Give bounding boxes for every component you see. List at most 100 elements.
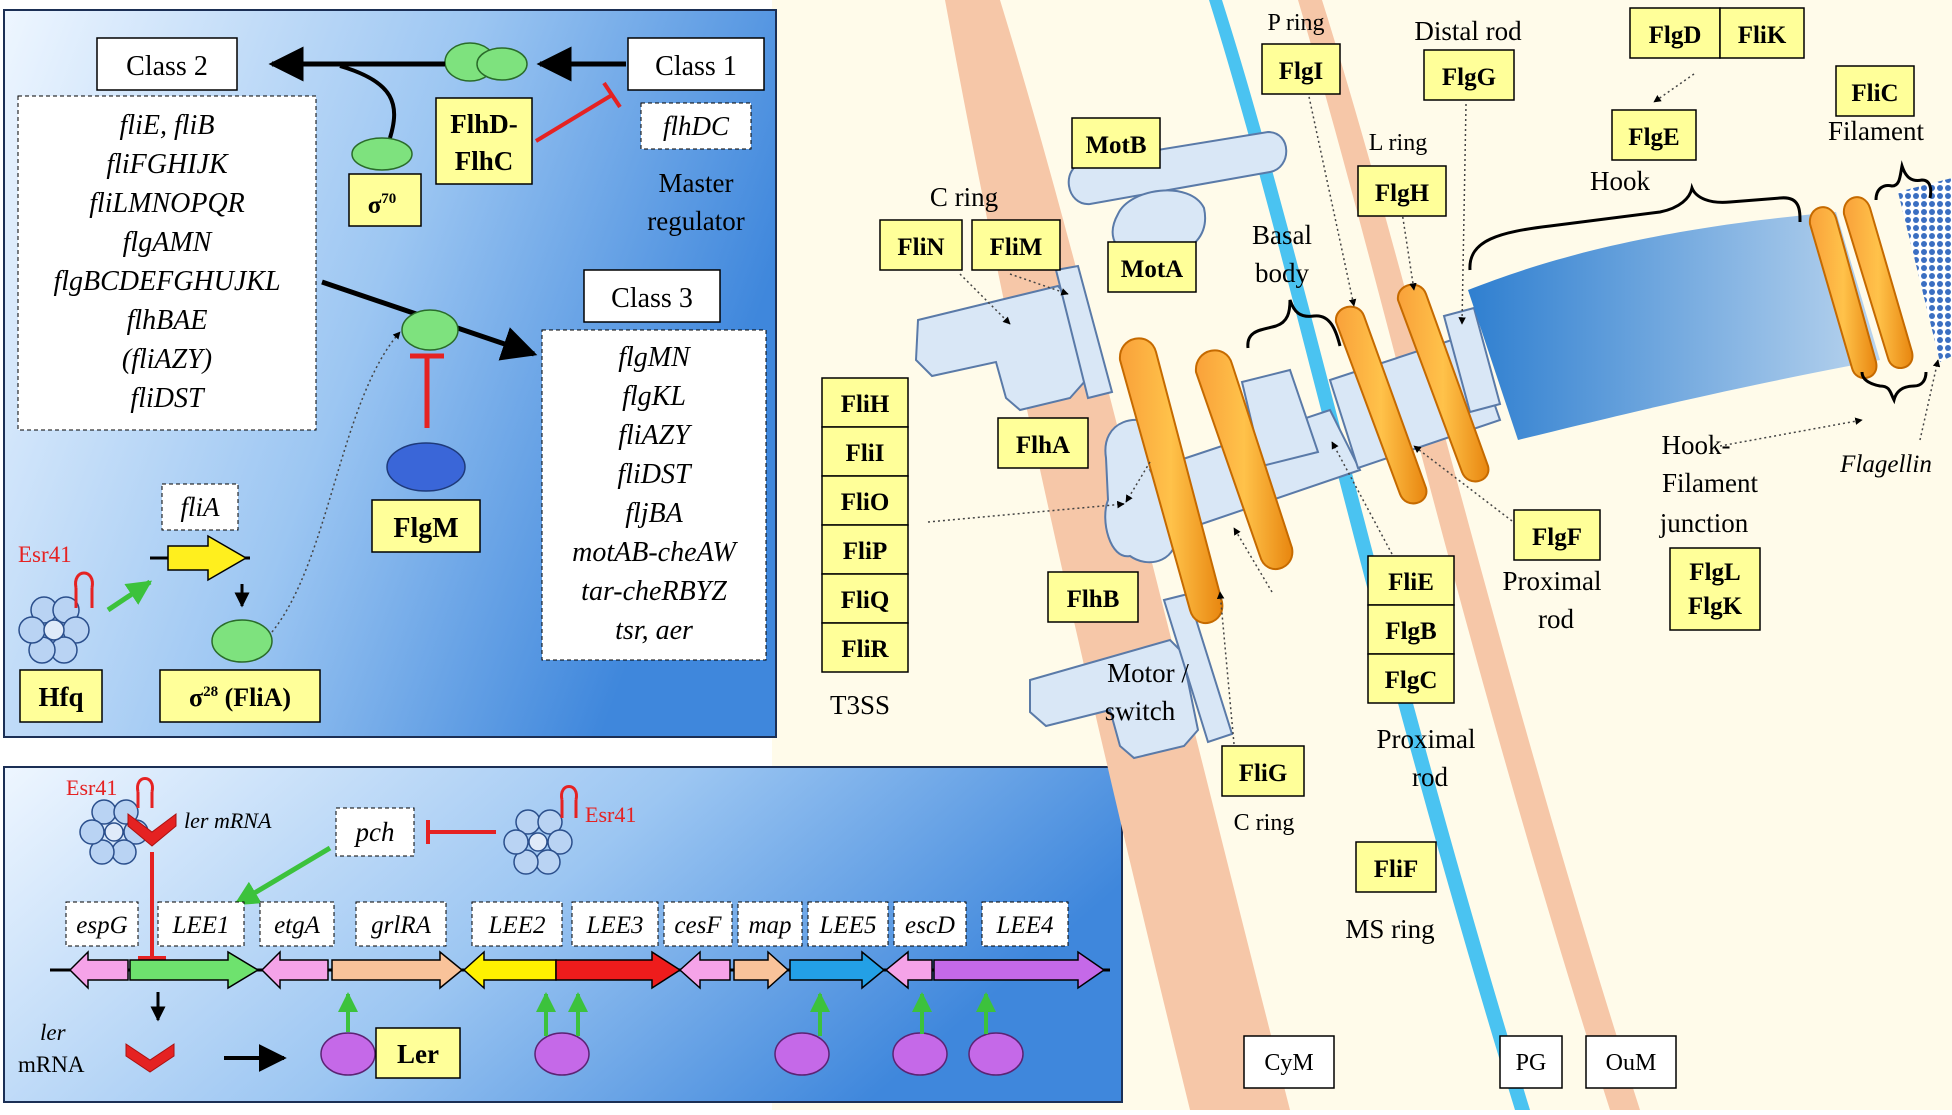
class2-label: Class 2 [126, 51, 208, 82]
flhd-flhc-box [435, 97, 533, 185]
flie-box [1367, 555, 1455, 606]
flgc-label: FlgC [1385, 667, 1438, 694]
ler-box [375, 1027, 461, 1079]
dotted-sigma28-path [271, 331, 401, 633]
flgg-box [1423, 49, 1515, 101]
lee1-box [157, 901, 245, 947]
flin-box [879, 219, 963, 271]
flin-label: FliN [897, 234, 944, 261]
flih-label: FliH [841, 391, 890, 418]
flik-label: FliK [1738, 22, 1787, 49]
espg-label: espG [76, 912, 127, 939]
junction-ring-2 [1842, 196, 1914, 369]
hfq-hexamer [18, 596, 90, 664]
flim-label: FliM [990, 234, 1043, 261]
flio-box [821, 475, 909, 526]
leader-flig [1216, 591, 1235, 745]
class1-box [627, 37, 765, 91]
arrow-pch-activates-lee1 [233, 845, 332, 907]
basal-body-brace [1246, 299, 1342, 349]
leader-flim [1009, 273, 1069, 296]
flip-box [821, 524, 909, 575]
hook-brace [1468, 182, 1802, 271]
class2-gene-2: fliFGHIJK [106, 149, 229, 180]
lee5-gene-arrow [789, 950, 886, 990]
junction-label-1: Hook- [1662, 430, 1731, 460]
leader-flgd-flge [1653, 73, 1695, 103]
flgm-shape [386, 442, 466, 492]
l-ring-label: L ring [1369, 130, 1427, 156]
map-label: map [748, 912, 791, 939]
class3-genes-box [541, 329, 767, 661]
esr41-label-top: Esr41 [18, 542, 72, 567]
hfq-right [503, 809, 573, 875]
filament-brace [1874, 160, 1933, 201]
inhibit-flhdc-line [534, 93, 614, 143]
pch-label: pch [354, 817, 395, 847]
lee-panel: Esr41 ler mRNA pch Esr41 espG LE [3, 766, 1123, 1103]
lee1-gene-arrow [129, 950, 260, 990]
junction-ring-1 [1808, 206, 1878, 379]
flir-label: FliR [841, 636, 889, 663]
master-regulator-line1: Master [659, 168, 734, 198]
flgb-box [1367, 604, 1455, 655]
ms-ring-label: MS ring [1345, 914, 1434, 944]
flgh-box [1357, 165, 1447, 217]
basal-body-label-1: Basal [1252, 220, 1312, 250]
class3-gene-1: flgMN [618, 342, 691, 373]
espg-gene-arrow [68, 950, 129, 990]
cym-box [1243, 1035, 1335, 1089]
motb-stator [1067, 130, 1288, 206]
flgg-label: FlgG [1442, 64, 1496, 91]
mota-box [1107, 241, 1197, 293]
p-ring [1334, 305, 1428, 505]
mota-label: MotA [1121, 256, 1183, 283]
motb-label: MotB [1085, 132, 1146, 159]
ler-protein-label: Ler [397, 1039, 439, 1069]
flgb-label: FlgB [1385, 618, 1436, 645]
class2-gene-4: flgAMN [123, 227, 213, 258]
ler-label-line2: mRNA [18, 1052, 85, 1077]
motb-box [1071, 117, 1161, 169]
leader-l-ring [1401, 211, 1417, 291]
leader-flin [959, 273, 1011, 325]
c-ring-top-label: C ring [930, 182, 998, 212]
distal-rod-label: Distal rod [1414, 16, 1522, 46]
hfq-label: Hfq [38, 682, 83, 712]
fliq-box [821, 573, 909, 624]
sigma28-on-arrow-shape [401, 309, 459, 351]
proximal-rod-label-2: rod [1412, 762, 1448, 792]
flhb-box [1047, 571, 1139, 623]
flgl-flgk-box [1669, 547, 1761, 631]
basal-body-label-2: body [1255, 258, 1310, 288]
class3-gene-7: tar-cheRBYZ [581, 576, 727, 607]
flgd-box [1629, 7, 1721, 59]
leader-p-ring [1307, 91, 1357, 307]
filament-shape [1898, 178, 1952, 362]
ms-ring-right [1194, 349, 1294, 570]
proximal-rod-b-label-2: rod [1538, 604, 1574, 634]
flagellum-panel: C ring Basal body T3SS Motor / switch C … [821, 0, 1952, 1110]
flgm-box [371, 499, 481, 553]
ler-mrna-label: ler mRNA [184, 808, 272, 833]
cesf-box [663, 901, 733, 947]
flic-box [1835, 65, 1915, 117]
motor-switch-label-1: Motor / [1107, 658, 1189, 688]
sigma70-box [348, 173, 422, 227]
class2-gene-6: flhBAE [127, 305, 208, 336]
lee4-gene-arrow [933, 950, 1106, 990]
class2-gene-1: fliE, fliB [120, 110, 215, 141]
grlra-gene-arrow [331, 950, 464, 990]
map-gene-arrow [733, 950, 790, 990]
esr41-hairpin-top [74, 571, 94, 608]
flge-box [1611, 109, 1697, 161]
master-regulator-line2: regulator [647, 206, 744, 236]
flge-label: FlgE [1628, 124, 1679, 151]
flgi-box [1261, 43, 1341, 95]
class3-gene-6: motAB-cheAW [572, 537, 738, 568]
flia-gene-label: fliA [181, 492, 221, 522]
flii-label: FliI [846, 440, 885, 467]
leader-proximal-rod-1 [1331, 441, 1393, 555]
